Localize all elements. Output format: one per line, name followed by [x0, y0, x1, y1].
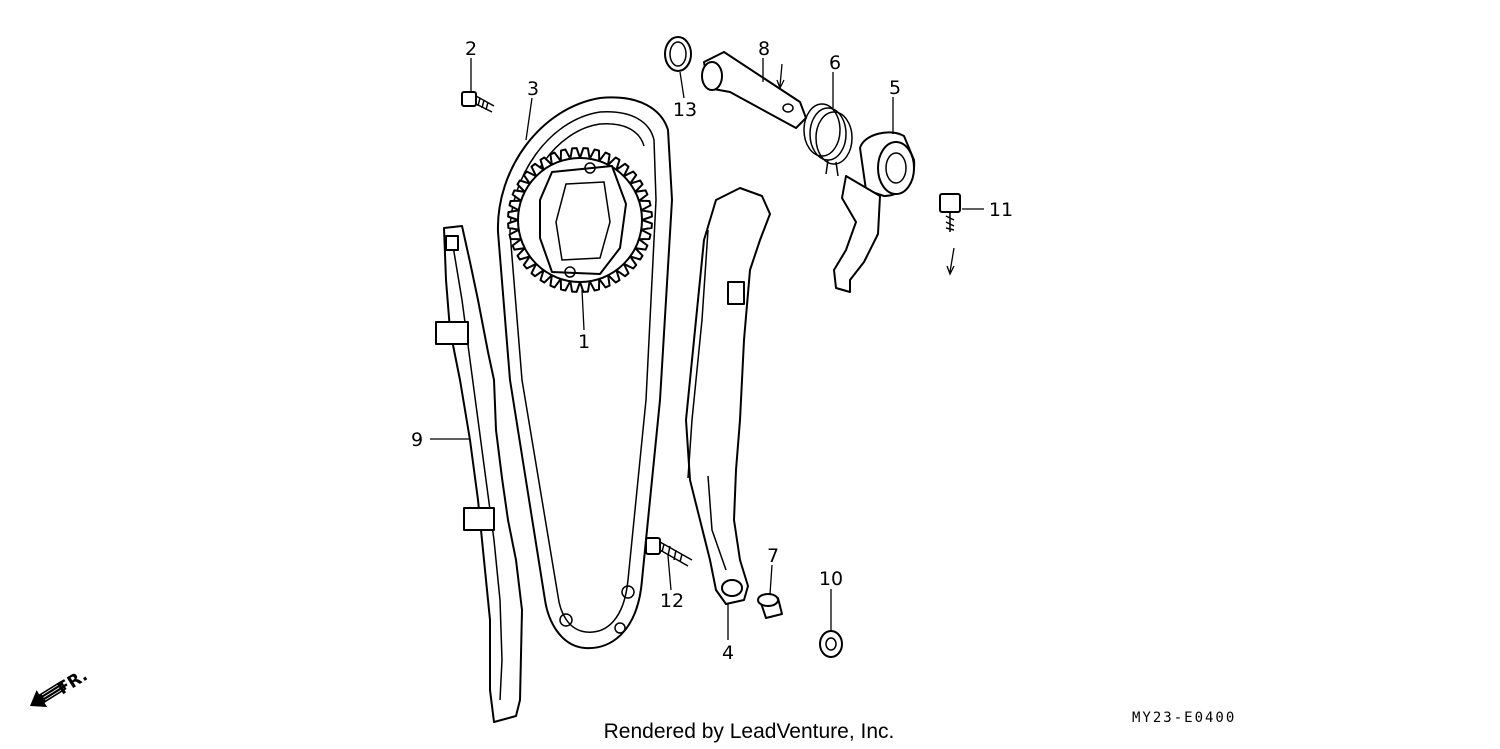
bolt-part-12[interactable] [645, 537, 693, 567]
callout-1: 1 [578, 331, 590, 353]
o-ring-part-13[interactable] [664, 36, 692, 72]
bolt-part-11[interactable] [939, 193, 961, 232]
callout-3: 3 [527, 78, 539, 100]
callout-6: 6 [829, 52, 841, 74]
callout-5: 5 [889, 77, 901, 99]
front-label: FR. [54, 666, 91, 700]
bolt-part-2[interactable] [461, 91, 495, 113]
tensioner-roller-part-5[interactable] [833, 131, 916, 293]
callout-13: 13 [673, 99, 697, 121]
diagram-code: MY23-E0400 [1132, 710, 1236, 726]
spring-part-6[interactable] [803, 103, 853, 177]
collar-part-7[interactable] [757, 593, 783, 619]
front-arrow-icon [30, 680, 67, 708]
callout-7: 7 [767, 545, 779, 567]
pivot-shaft-part-8[interactable] [701, 51, 807, 129]
callout-12: 12 [660, 590, 684, 612]
chain-guide-part-9[interactable] [435, 225, 523, 723]
callout-4: 4 [722, 642, 734, 664]
callout-labels: 2 3 1 4 5 6 7 8 9 10 11 12 13 [411, 38, 1013, 664]
callout-9: 9 [411, 429, 423, 451]
callout-11: 11 [989, 199, 1013, 221]
tensioner-slipper-part-4[interactable] [685, 187, 771, 605]
assembly-arrow-icon [776, 63, 955, 276]
credit-text: Rendered by LeadVenture, Inc. [604, 720, 895, 743]
washer-part-10[interactable] [819, 630, 843, 658]
leader-lines [430, 58, 984, 640]
cam-sprocket-part-1[interactable] [507, 147, 653, 293]
callout-10: 10 [819, 568, 843, 590]
callout-8: 8 [758, 38, 770, 60]
front-indicator: FR. [30, 666, 91, 708]
callout-2: 2 [465, 38, 477, 60]
